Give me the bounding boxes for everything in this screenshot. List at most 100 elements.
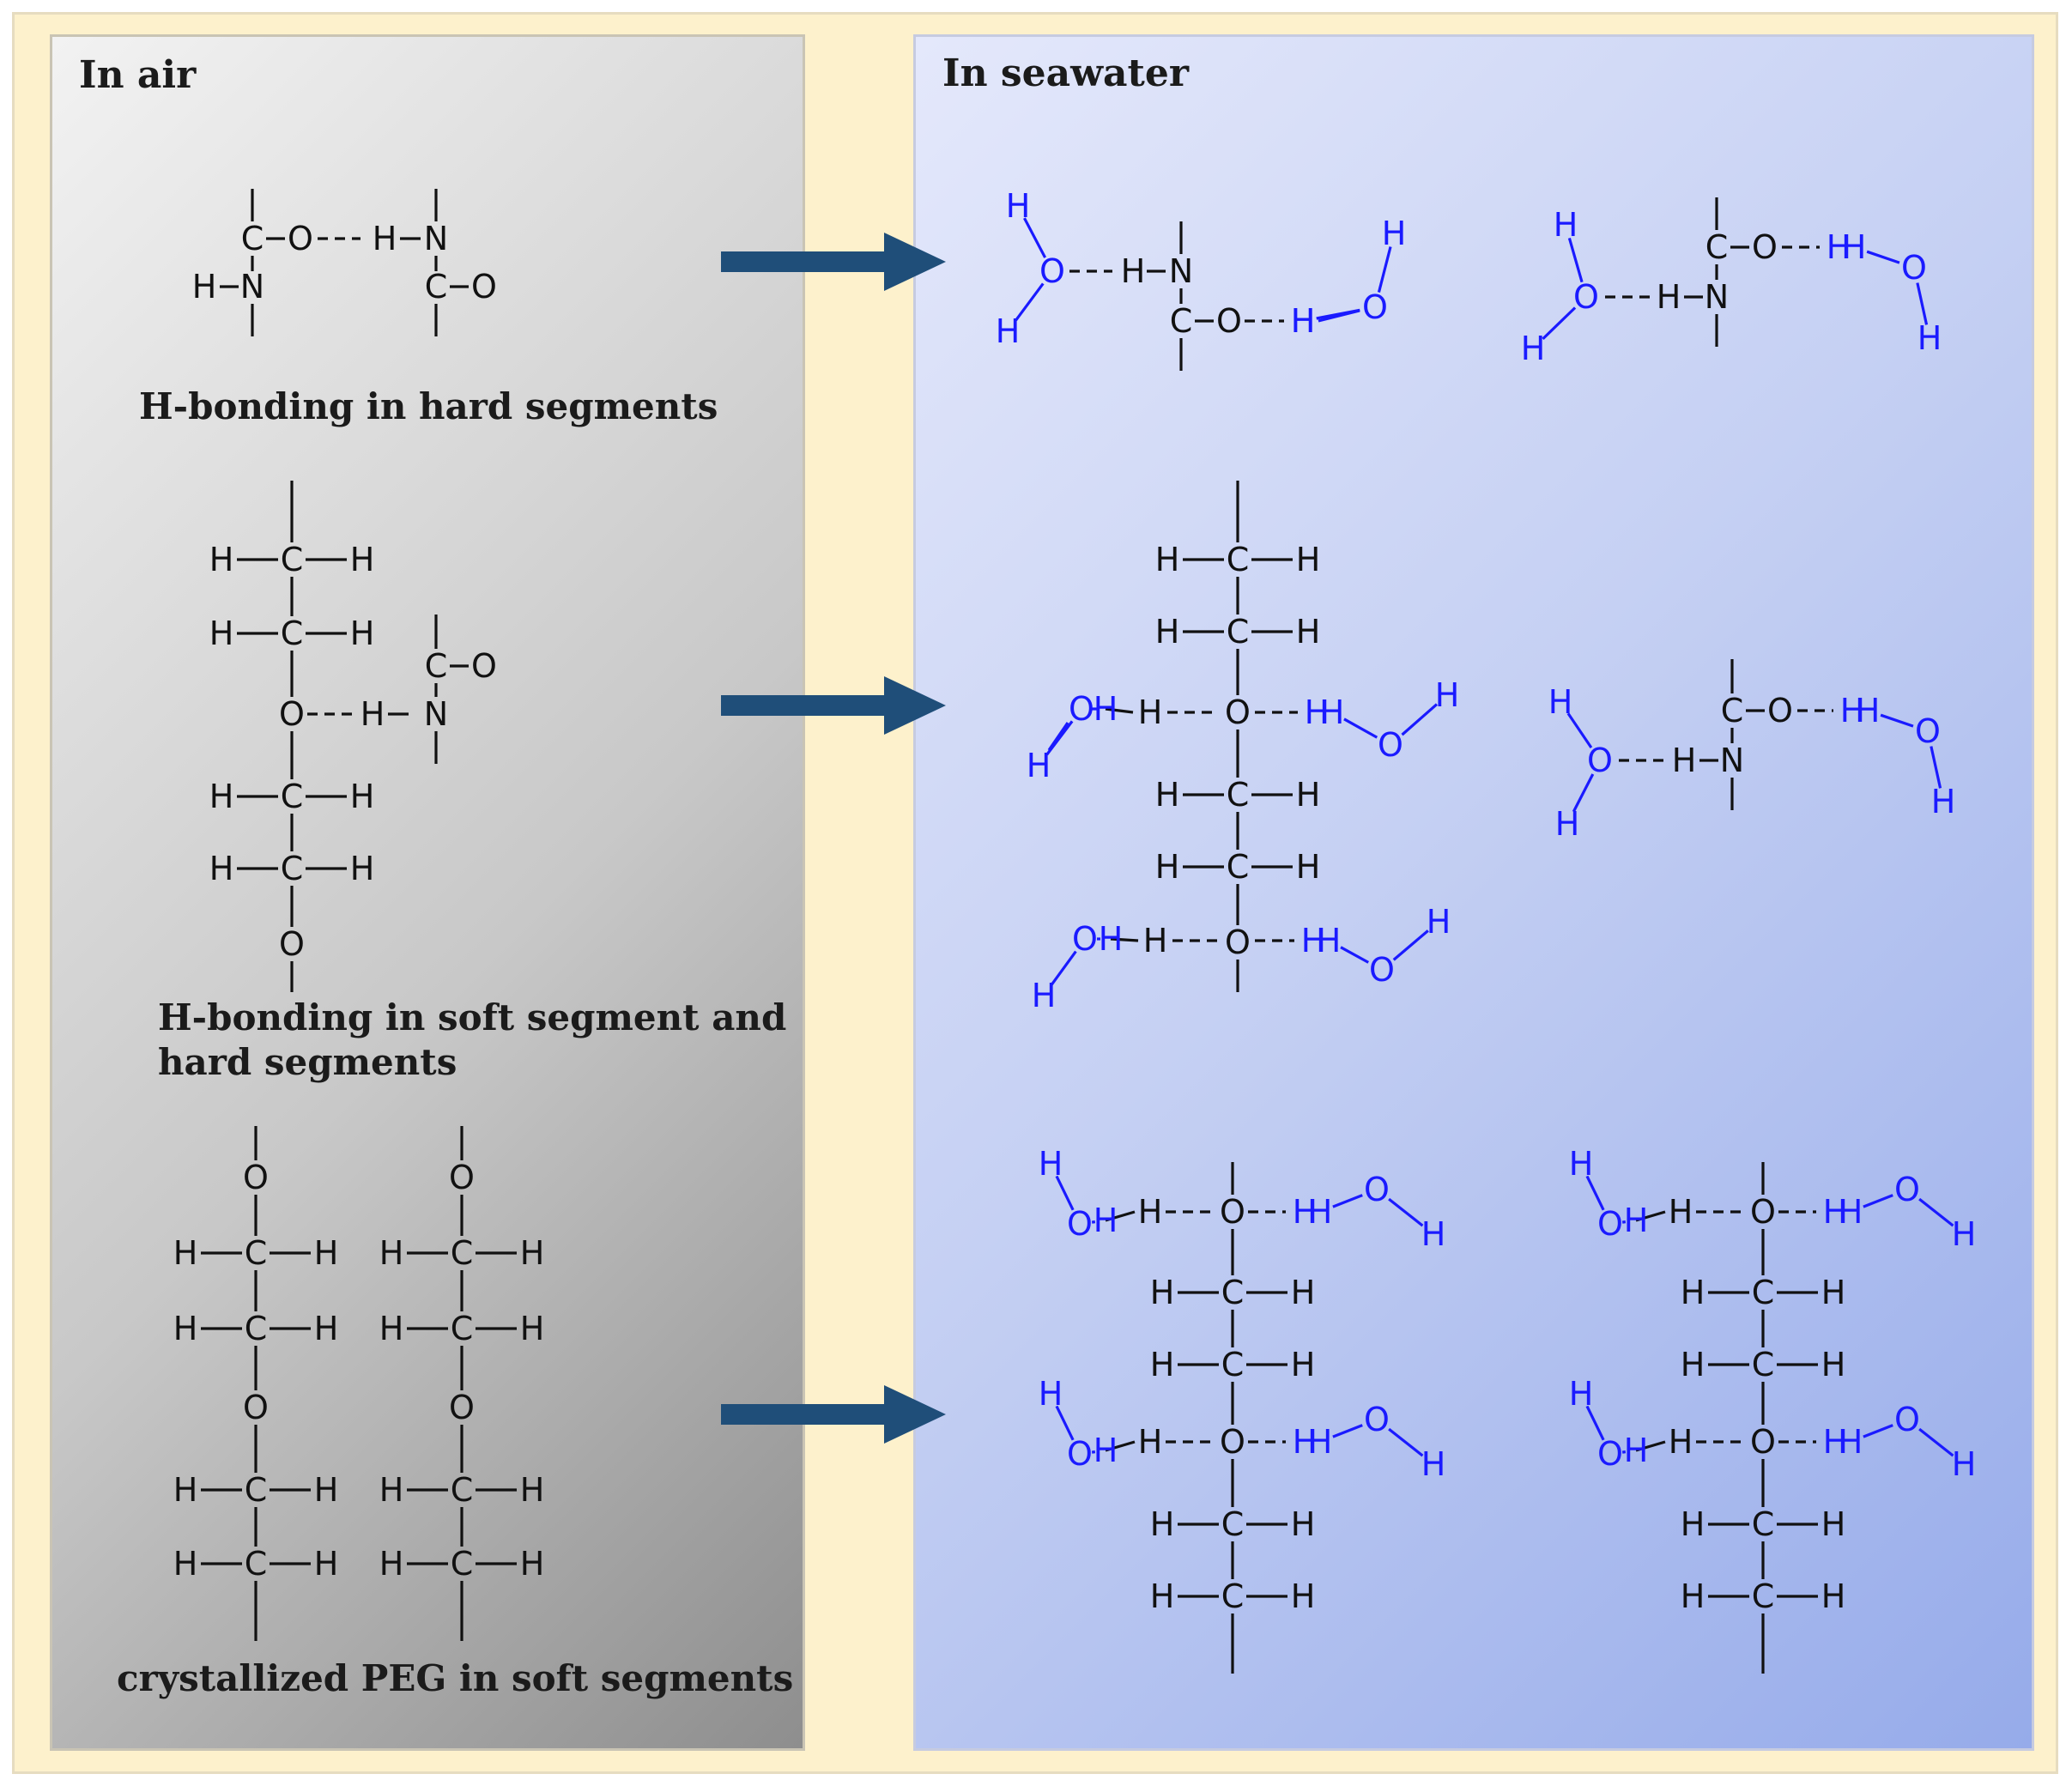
atom-label: H (1320, 693, 1345, 731)
atom-label: H (350, 615, 375, 652)
atom-label: O (1750, 1423, 1776, 1461)
covalent-bond (1930, 746, 1942, 789)
covalent-bond (1105, 1440, 1136, 1452)
atom-label: H (1555, 805, 1580, 843)
covalent-bond (1635, 1210, 1666, 1222)
atom-label: H (1624, 1432, 1649, 1469)
atom-label: N (424, 695, 448, 733)
caption-crystallized-peg: crystallized PEG in soft segments (117, 1657, 794, 1699)
atom-label: H (1150, 1346, 1175, 1383)
atom-label: H (1827, 228, 1851, 266)
atom-label: H (1842, 228, 1867, 266)
atom-label: O (1225, 693, 1251, 731)
atom-label: H (192, 268, 217, 306)
covalent-bond (1105, 707, 1134, 714)
covalent-bond (1316, 308, 1360, 320)
atom-label: H (1317, 922, 1342, 960)
transition-arrow (721, 676, 946, 735)
covalent-bond (1635, 1440, 1666, 1452)
atom-label: H (1155, 848, 1180, 886)
atom-label: H (173, 1234, 198, 1272)
atom-label: C (281, 541, 304, 578)
atom-label: H (1681, 1577, 1705, 1615)
atom-label: O (1369, 951, 1395, 989)
in-seawater-title: In seawater (942, 51, 1190, 95)
atom-label: H (1669, 1423, 1693, 1461)
atom-label: H (1094, 690, 1118, 728)
caption-soft-hard-line2: hard segments (158, 1041, 457, 1083)
covalent-bond (1918, 1427, 1954, 1457)
atom-label: N (240, 268, 264, 306)
atom-label: C (451, 1310, 474, 1347)
atom-label: C (1221, 1577, 1245, 1615)
covalent-bond (1105, 1210, 1136, 1222)
atom-label: H (1155, 541, 1180, 578)
atom-label: O (1069, 690, 1094, 728)
atom-label: H (1669, 1193, 1693, 1231)
atom-label: C (281, 615, 304, 652)
atom-label: H (1382, 215, 1407, 252)
atom-label: C (1221, 1274, 1245, 1311)
in-air-title: In air (79, 53, 197, 97)
atom-label: H (373, 220, 397, 257)
atom-label: H (1823, 1423, 1848, 1461)
covalent-bond (1388, 1197, 1424, 1227)
atom-label: H (1839, 1423, 1863, 1461)
atom-label: O (1362, 288, 1388, 326)
atom-label: C (1170, 302, 1193, 340)
atom-label: C (245, 1471, 268, 1509)
atom-label: H (1296, 776, 1321, 814)
atom-label: H (1291, 302, 1316, 340)
atom-label: H (1121, 252, 1146, 290)
atom-label: N (1720, 742, 1744, 779)
atom-label: O (1767, 692, 1793, 730)
atom-label: O (1220, 1423, 1245, 1461)
transition-arrow (721, 1385, 946, 1444)
atom-label: C (1227, 541, 1250, 578)
atom-label: H (1293, 1193, 1318, 1231)
atom-label: H (1840, 692, 1865, 730)
atom-label: O (1587, 742, 1613, 779)
caption-hard-segments: H-bonding in hard segments (139, 385, 718, 427)
atom-label: H (1039, 1375, 1063, 1413)
atom-label: H (314, 1471, 339, 1509)
atom-label: O (279, 925, 305, 963)
atom-label: C (1752, 1346, 1775, 1383)
atom-label: H (1138, 1423, 1163, 1461)
atom-label: H (1918, 319, 1942, 357)
atom-label: H (1291, 302, 1316, 340)
atom-label: H (1308, 1193, 1333, 1231)
atom-label: H (360, 695, 385, 733)
caption-soft-hard-line1: H-bonding in soft segment and (158, 996, 787, 1038)
atom-label: H (314, 1310, 339, 1347)
atom-label: H (1150, 1577, 1175, 1615)
atom-label: H (520, 1545, 545, 1583)
atom-label: C (1227, 776, 1250, 814)
atom-label: H (1569, 1375, 1594, 1413)
atom-label: C (245, 1310, 268, 1347)
covalent-bond (1572, 773, 1595, 813)
covalent-bond (1047, 722, 1069, 751)
atom-label: C (451, 1545, 474, 1583)
atom-label: H (379, 1471, 404, 1509)
atom-label: O (1225, 923, 1251, 961)
atom-label: H (1039, 1145, 1063, 1183)
atom-label: H (1657, 278, 1681, 316)
atom-label: O (1750, 1193, 1776, 1231)
atom-label: C (425, 268, 448, 306)
covalent-bond (1023, 217, 1047, 258)
covalent-bond (1377, 246, 1392, 293)
atom-label: H (1821, 1274, 1846, 1311)
covalent-bond (1343, 717, 1378, 739)
atom-label: O (1597, 1205, 1623, 1243)
atom-label: H (520, 1310, 545, 1347)
atom-label: N (1169, 252, 1193, 290)
